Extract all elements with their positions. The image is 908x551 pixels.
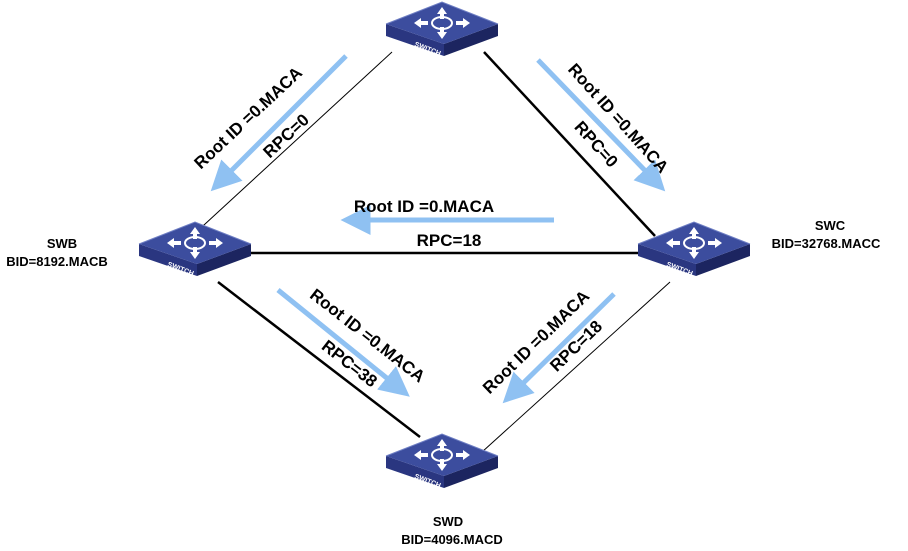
link-swc-swd [481, 281, 671, 453]
swd-bid: BID=4096.MACD [401, 532, 503, 547]
switch-swd: SWITCH [385, 433, 499, 490]
switch-top-root: SWITCH [385, 1, 499, 58]
switch-icon [637, 221, 751, 277]
swd-name: SWD [433, 514, 463, 529]
link-swc-swb-root-id: Root ID =0.MACA [354, 197, 494, 216]
switch-icon [385, 433, 499, 489]
link-swb-swd [217, 281, 421, 438]
bpdu-arrow-swb-swd [276, 288, 410, 397]
bpdu-arrow-top-swb [210, 54, 348, 192]
link-top-swb [191, 51, 393, 237]
switch-icon [385, 1, 499, 57]
bpdu-arrow-swc-swd [502, 292, 616, 404]
link-swc-swb-rpc: RPC=18 [417, 231, 482, 250]
swb-bid: BID=8192.MACB [6, 254, 108, 269]
switch-icon [138, 221, 252, 277]
switch-swb: SWITCH [138, 221, 252, 278]
swc-bid: BID=32768.MACC [772, 236, 881, 251]
bpdu-arrow-top-swc [536, 58, 666, 192]
swb-name: SWB [47, 236, 77, 251]
switch-swc: SWITCH [637, 221, 751, 278]
link-top-swc [483, 51, 656, 237]
swc-name: SWC [815, 218, 846, 233]
